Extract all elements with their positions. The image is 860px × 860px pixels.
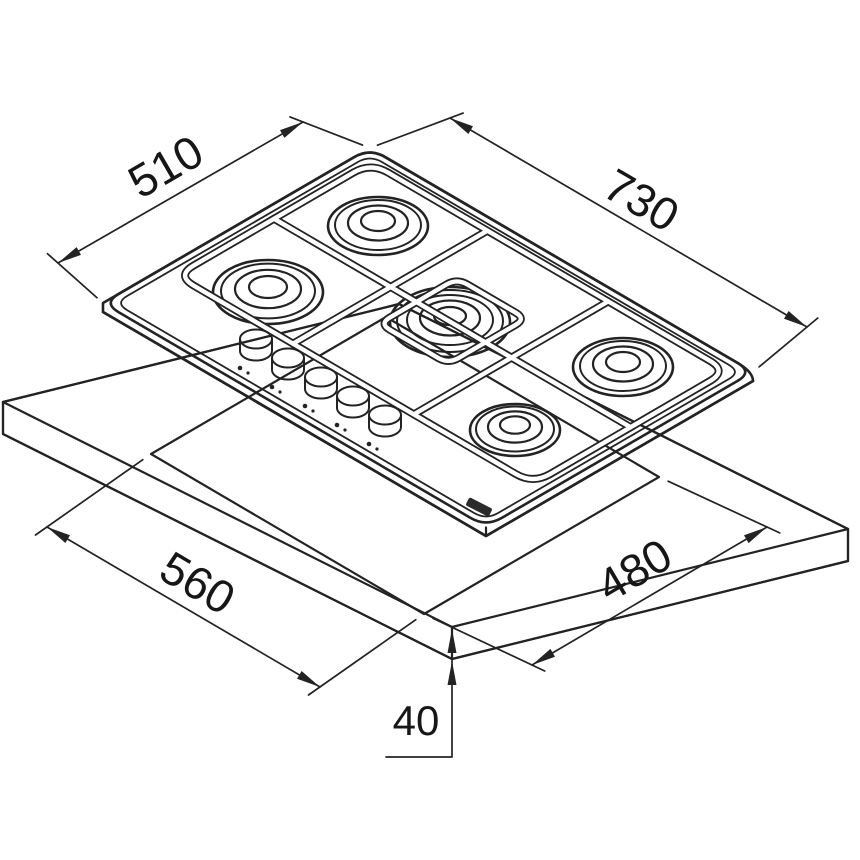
knob-4-mark [334, 422, 340, 428]
hob-rim [120, 157, 736, 518]
dim-730-line [449, 117, 808, 328]
knob-5 [366, 404, 402, 451]
dim-480-arrow-right [744, 527, 767, 544]
worktop-silhouette [1, 302, 850, 661]
dim-480-arrow-left [532, 648, 555, 665]
dimension-730: 730 [376, 112, 819, 368]
dim-40-arrow-top [447, 629, 457, 653]
dim-480-ext-left [432, 617, 546, 672]
dim-560-line [46, 526, 321, 688]
hob-outline [109, 151, 747, 524]
dim-label-480: 480 [588, 528, 681, 612]
burner-back-left [326, 195, 430, 257]
dim-label-510: 510 [119, 125, 211, 208]
dim-510-ext-right [289, 116, 364, 146]
dim-560-ext-bottom [307, 618, 417, 696]
dim-510-arrow-right [280, 122, 303, 138]
knob-5-mark [366, 441, 372, 447]
burner-front-left [211, 258, 325, 326]
dim-480-line [531, 526, 768, 666]
knob-1-mark [237, 365, 243, 371]
hob-body [101, 151, 755, 538]
knob-2 [269, 347, 305, 394]
knob-1 [237, 328, 273, 375]
dimension-560: 560 [34, 458, 417, 696]
burners [211, 195, 675, 458]
dim-label-730: 730 [595, 158, 688, 242]
dim-510-arrow-left [58, 247, 81, 263]
dim-label-560: 560 [151, 541, 244, 625]
dim-label-40: 40 [393, 697, 440, 744]
dimension-510: 510 [46, 116, 364, 299]
pan-support-grid [181, 163, 723, 483]
dim-560-arrow-top [47, 527, 70, 543]
knob-4 [334, 385, 370, 432]
cutout-outline [149, 315, 661, 616]
dimension-40: 40 [385, 628, 457, 758]
brand-logo [466, 497, 492, 517]
worktop-cutout [149, 315, 661, 616]
dim-730-arrow-top [450, 118, 473, 134]
dim-560-ext-top [34, 458, 144, 536]
worktop-slab [1, 302, 850, 661]
knob-3 [302, 366, 338, 413]
worktop-top-back-edges [1, 302, 850, 531]
control-knobs [237, 328, 402, 451]
dim-480-ext-right [667, 480, 781, 534]
dim-730-arrow-bottom [784, 311, 807, 327]
dim-40-arrow-bottom [447, 661, 457, 685]
worktop-vertical-edges [1, 400, 850, 661]
burner-front-right [468, 402, 562, 458]
dim-730-ext-top [376, 112, 464, 147]
dim-510-line [57, 121, 304, 264]
dim-730-ext-bottom [758, 317, 819, 368]
knob-3-mark [302, 403, 308, 409]
dim-510-ext-left [46, 252, 98, 299]
burner-back-right [571, 336, 675, 398]
dim-560-arrow-bottom [297, 671, 320, 687]
knob-2-mark [269, 384, 275, 390]
worktop-bottom-edges [1, 432, 850, 661]
